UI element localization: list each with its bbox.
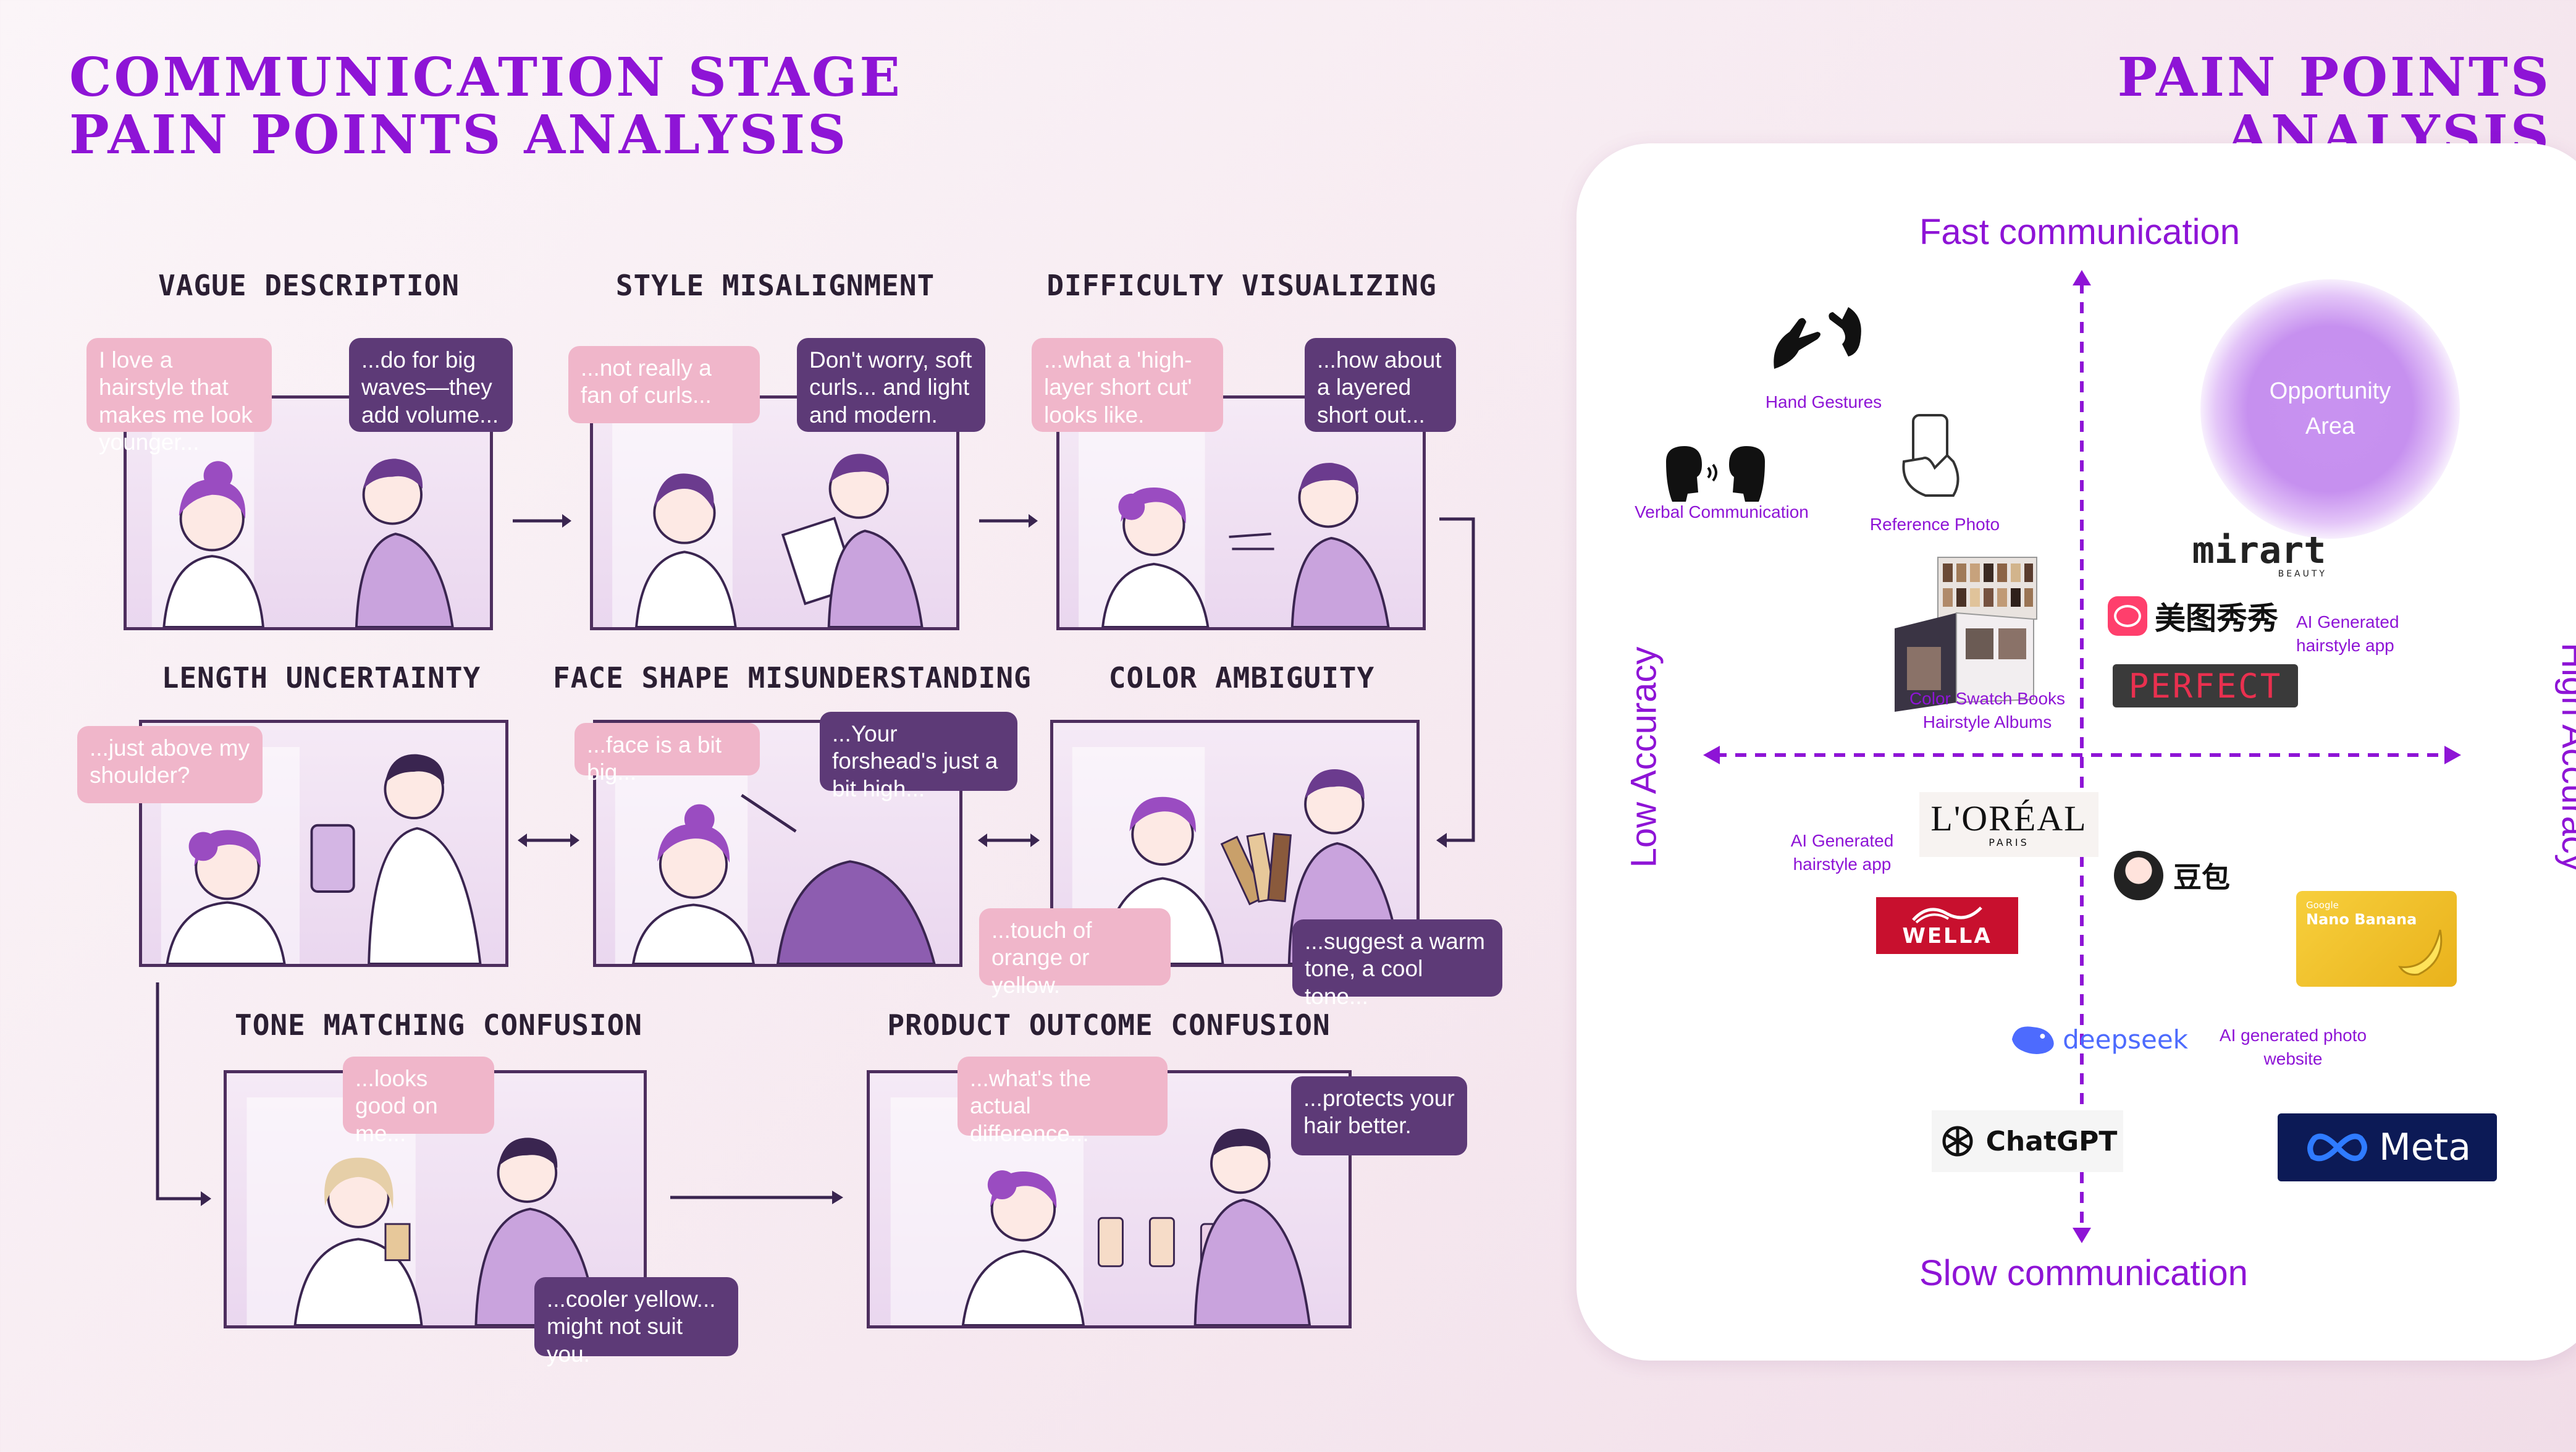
axis-label-bottom: Slow communication [1919,1253,2248,1293]
arrow-bidirectional [978,831,1040,850]
meta-logo: Meta [2278,1113,2497,1181]
mirart-sub: BEAUTY [2278,569,2327,579]
speech-bubble-client: ...face is a bit big... [575,723,760,785]
phone-hand-icon [1902,414,1959,497]
panel-title: VAGUE DESCRIPTION [158,269,460,302]
arrow-right [979,512,1038,530]
people-illustration [615,747,936,964]
doubao-logo: 豆包 [2114,845,2250,906]
mirart-logo: mirart BEAUTY [2179,528,2339,583]
speech-bubble-client: ...not really a fan of curls... [568,346,760,423]
verbal-communication-icon [1666,446,1765,502]
speech-bubble-client: ...looks good on me... [343,1057,494,1146]
panel-scene [590,395,959,630]
axis-label-left: Low Accuracy [1623,646,1664,868]
speech-bubble-stylist: ...cooler yellow... might not suit you. [534,1277,738,1367]
speech-bubble-client: ...what a 'high-layer short cut' looks l… [1032,338,1223,432]
speech-bubble-stylist: Don't worry, soft curls... and light and… [797,338,985,432]
tool-label-hand-gestures: Hand Gestures [1765,392,1882,412]
banana-icon [2397,929,2443,976]
tool-label-ai-app-slow: AI Generated hairstyle app [1790,831,1894,874]
swatch-book-icon [1895,557,2037,712]
panel-title: LENGTH UNCERTAINTY [161,661,481,694]
panel-scene [139,720,508,967]
perfect-wordmark: PERFECT [2128,666,2283,706]
people-illustration [612,422,924,627]
nano-wordmark: Nano Banana [2306,911,2417,928]
wella-wordmark: WELLA [1902,924,1992,948]
people-illustration [1079,422,1390,627]
nano-google: Google [2306,900,2339,911]
panel-color-ambiguity: COLOR AMBIGUITY ...touch of orange or ye… [979,661,1502,1009]
speech-bubble-client: ...just above my shoulder? [77,726,263,803]
panel-title: STYLE MISALIGNMENT [615,269,935,302]
chatgpt-wordmark: ChatGPT [1985,1125,2118,1157]
speech-bubble-client: ...what's the actual difference... [958,1057,1168,1146]
wella-logo: WELLA [1876,897,2018,954]
arrow-right [513,512,571,530]
doubao-avatar-icon [2114,851,2163,900]
panel-style-misalignment: STYLE MISALIGNMENT ...not really a fan o… [553,269,998,639]
speech-bubble-stylist: ...protects your hair better. [1291,1076,1467,1155]
meta-infinity-icon [2307,1133,2367,1162]
panel-title: COLOR AMBIGUITY [1108,661,1375,694]
axis-label-top: Fast communication [1919,212,2240,252]
meitu-wordmark: 美图秀秀 [2155,601,2278,636]
panel-vague-description: VAGUE DESCRIPTION I love a hairstyle tha… [86,269,531,639]
people-illustration [246,1097,598,1325]
tool-label-reference-photo: Reference Photo [1869,515,2000,534]
meitu-logo: 美图秀秀 [2108,594,2305,638]
loreal-sub: PARIS [1989,837,2029,848]
pain-points-card: Opportunity Area Fast communication Slow… [1576,143,2576,1361]
opportunity-area: Opportunity Area [2200,279,2460,539]
speech-bubble-stylist: ...do for big waves—they add volume... [349,338,513,432]
tool-label-ai-app-fast: AI Generated hairstyle app [2296,612,2399,655]
tool-label-swatch-books: Color Swatch Books Hairstyle Albums [1909,689,2066,732]
loreal-logo: L'ORÉAL PARIS [1919,792,2098,857]
panel-tone-matching-confusion: TONE MATCHING CONFUSION ...looks good on… [210,1008,741,1367]
opportunity-label: Opportunity Area [2269,378,2391,439]
connector-arrow-down [148,982,216,1217]
right-title: PAIN POINTS ANALYSIS [2117,46,2551,166]
meitu-icon [2108,596,2147,636]
mirart-wordmark: mirart [2192,529,2326,572]
arrow-right [670,1188,843,1207]
chatgpt-logo: ChatGPT [1932,1110,2123,1172]
openai-icon [1942,1126,1973,1157]
perfect-logo: PERFECT [2113,664,2298,707]
panel-length-uncertainty: LENGTH UNCERTAINTY ...just above my shou… [77,661,531,995]
hand-gestures-icon [1774,307,1861,369]
tool-label-ai-photo-website: AI generated photo website [2219,1026,2367,1068]
panel-face-shape-misunderstanding: FACE SHAPE MISUNDERSTANDING ...face is a… [553,661,1032,995]
speech-bubble-client: ...touch of orange or yellow. [979,908,1171,998]
deepseek-logo: deepseek [2009,1015,2188,1064]
whale-icon [2011,1026,2054,1054]
speech-bubble-stylist: ...how about a layered short out... [1305,338,1456,432]
connector-arrow-down [1433,513,1495,859]
arrow-bidirectional [518,831,579,850]
meta-wordmark: Meta [2379,1126,2471,1169]
panel-title: DIFFICULTY VISUALIZING [1046,269,1437,302]
panel-title: FACE SHAPE MISUNDERSTANDING [553,661,1032,694]
speech-bubble-stylist: ...Your forshead's just a bit high... [820,712,1017,801]
tool-label-verbal-communication: Verbal Communication [1635,502,1809,521]
nano-banana-logo: Google Nano Banana [2296,891,2457,987]
doubao-wordmark: 豆包 [2173,861,2230,894]
panel-scene [124,395,493,630]
loreal-wordmark: L'ORÉAL [1930,798,2087,838]
people-illustration [151,428,454,627]
panel-scene [867,1070,1352,1328]
panel-difficulty-visualizing: DIFFICULTY VISUALIZING ...what a 'high-l… [1019,269,1464,639]
panel-product-outcome-confusion: PRODUCT OUTCOME CONFUSION ...what's the … [862,1008,1480,1354]
speech-bubble-client: I love a hairstyle that makes me look yo… [86,338,272,455]
speech-bubble-stylist: ...suggest a warm tone, a cool tone... [1292,919,1502,1009]
wella-wave-icon [1912,906,1982,924]
deepseek-wordmark: deepseek [2063,1024,2188,1055]
axis-label-right: High Accuracy [2554,643,2576,872]
panel-title: TONE MATCHING CONFUSION [235,1008,642,1042]
panel-scene [1056,395,1426,630]
quadrant-axes [1703,270,2461,1243]
panel-title: PRODUCT OUTCOME CONFUSION [887,1008,1331,1042]
left-title: COMMUNICATION STAGE PAIN POINTS ANALYSIS [69,46,903,166]
